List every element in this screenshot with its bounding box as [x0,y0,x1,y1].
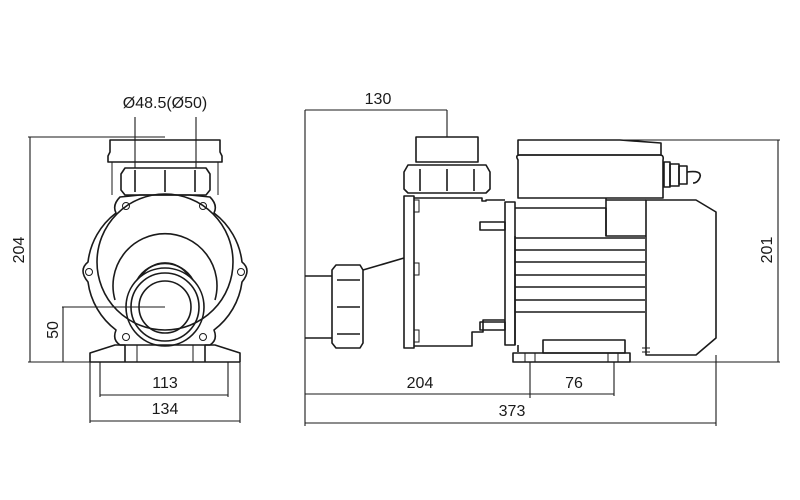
bolt-hole [85,268,93,276]
foot-width-label: 76 [565,375,583,392]
dim-201: 201 [620,139,780,363]
dim-base-113: 113 [99,362,229,397]
height-label: 204 [11,237,28,264]
bolt-hole [199,202,207,210]
dim-204-side: 204 [305,375,530,395]
outlet-fitting [125,262,205,347]
inlet-fitting [305,257,405,349]
volute-body [82,193,248,346]
base-feet [89,344,241,363]
motor [504,198,646,352]
bolt-hole [122,333,130,341]
top-outlet-fitting [403,136,491,194]
bolt-hole [199,333,207,341]
terminal-box [516,139,664,199]
fan-cover [642,199,717,356]
cable-gland [663,161,702,188]
inlet-to-foot-label: 204 [407,375,434,392]
outlet-height-label: 50 [45,321,62,339]
base-inner-width-label: 113 [152,375,178,392]
bolt-hole [122,202,130,210]
dim-pipe-diameter: Ø48.5(Ø50) [123,95,207,168]
dim-height-204: 204 [11,136,165,363]
base-outer-width-label: 134 [152,401,179,418]
side-view: 130 201 204 76 373 [304,91,780,426]
pump-housing [403,195,506,349]
dim-outlet-height-50: 50 [45,306,165,362]
dim-130: 130 [304,91,448,426]
front-view: Ø48.5(Ø50) 204 50 113 134 [11,95,248,423]
top-fitting [107,139,223,196]
dim-base-134: 134 [89,362,241,423]
inlet-to-outlet-label: 130 [365,91,392,108]
total-length-label: 373 [499,403,526,420]
dim-76: 76 [529,362,615,398]
total-height-label: 201 [759,237,776,264]
bolt-hole [237,268,245,276]
motor-base [512,339,631,363]
dim-373: 373 [305,355,717,426]
pipe-diameter-label: Ø48.5(Ø50) [123,95,207,112]
